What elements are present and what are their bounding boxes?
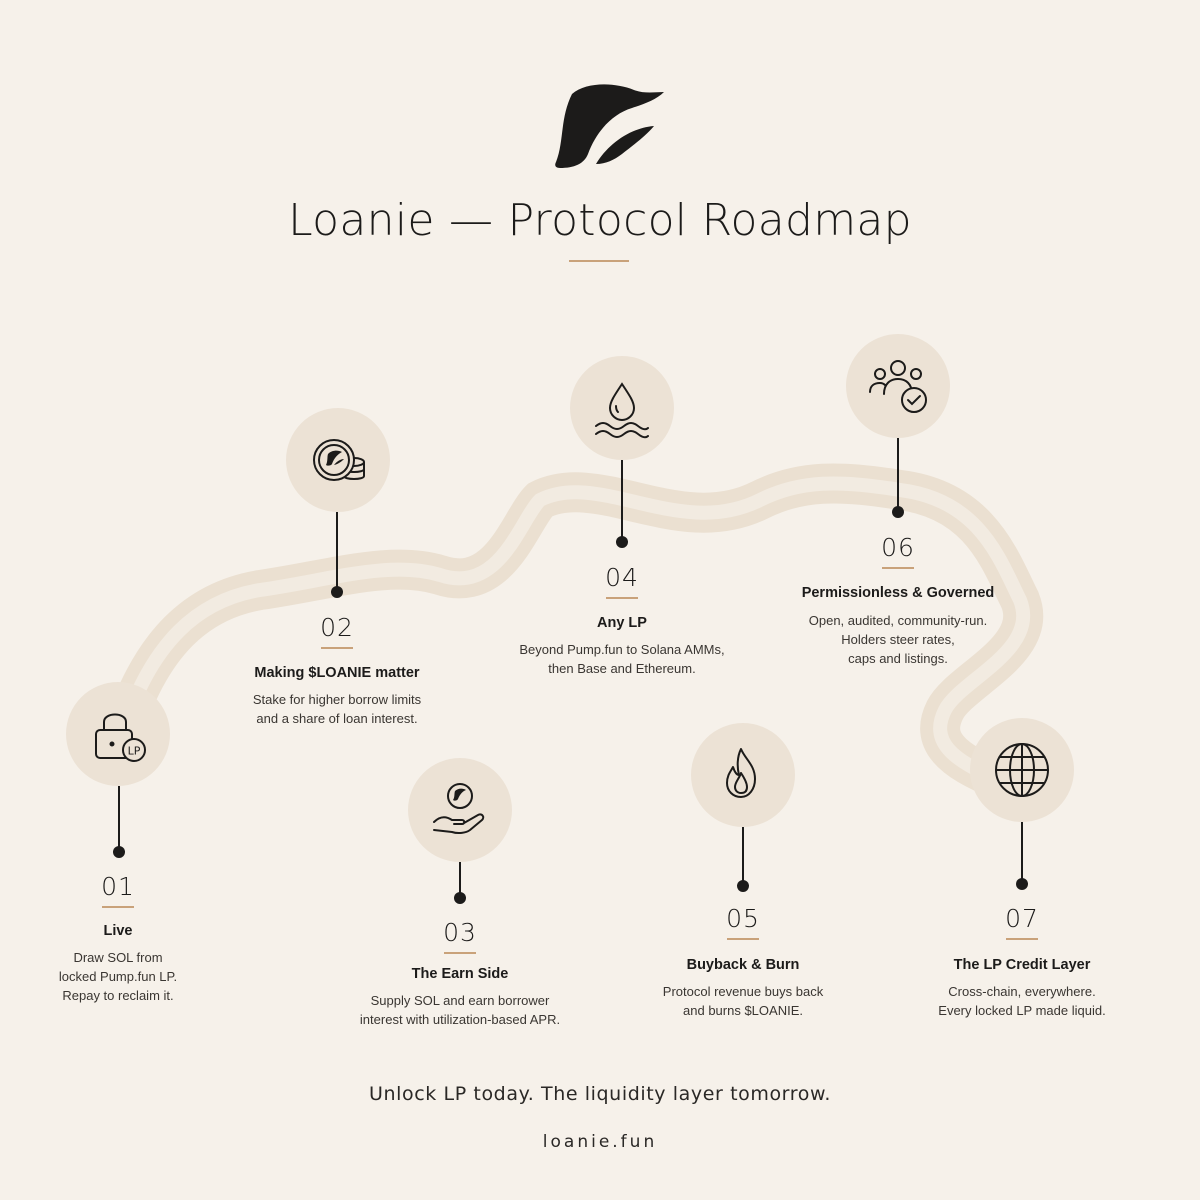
coin-stack-icon [313, 439, 365, 481]
description-line: Supply SOL and earn borrower [370, 993, 550, 1008]
description-line: Holders steer rates, [841, 632, 955, 647]
description-line: Open, audited, community-run. [808, 613, 988, 628]
milestone-03-dot [454, 892, 466, 904]
milestone-02-dot [331, 586, 343, 598]
milestone-03-title: The Earn Side [411, 966, 509, 982]
milestone-01-description: Draw SOL from locked Pump.fun LP. Repay … [0, 948, 248, 1005]
milestone-03-number: 03 [443, 918, 477, 947]
milestone-03-description: Supply SOL and earn borrower interest wi… [320, 991, 600, 1029]
milestone-05-description: Protocol revenue buys back and burns $LO… [613, 982, 873, 1020]
milestone-07-rule [1006, 938, 1038, 940]
milestone-07-title: The LP Credit Layer [953, 957, 1091, 973]
milestone-04-title: Any LP [597, 615, 647, 631]
description-line: Draw SOL from [73, 950, 163, 965]
lock-lp-icon: LP [95, 713, 146, 762]
page-title: Loanie — Protocol Roadmap [288, 195, 912, 246]
milestone-04-dot [616, 536, 628, 548]
milestone-02-stem [336, 512, 338, 592]
description-line: and a share of loan interest. [256, 711, 418, 726]
milestone-04-stem [621, 460, 623, 542]
svg-text:LP: LP [128, 745, 141, 758]
milestone-01-number: 01 [101, 872, 135, 901]
description-line: Stake for higher borrow limits [252, 692, 422, 707]
description-line: Beyond Pump.fun to Solana AMMs, [519, 642, 725, 657]
footer-url[interactable]: loanie.fun [542, 1132, 658, 1152]
milestone-04-rule [606, 597, 638, 599]
milestone-01-circle: LP [66, 682, 170, 786]
description-line: interest with utilization-based APR. [359, 1012, 561, 1027]
milestone-05-rule [727, 938, 759, 940]
milestone-07-description: Cross-chain, everywhere. Every locked LP… [892, 982, 1152, 1020]
milestone-06-rule [882, 567, 914, 569]
milestone-02-description: Stake for higher borrow limits and a sha… [207, 690, 467, 728]
milestone-07-dot [1016, 878, 1028, 890]
milestone-03-rule [444, 952, 476, 954]
flame-icon [726, 748, 756, 798]
milestone-01-rule [102, 906, 134, 908]
milestone-06-dot [892, 506, 904, 518]
description-line: caps and listings. [848, 651, 948, 666]
milestone-01-title: Live [103, 923, 133, 939]
milestone-01-dot [113, 846, 125, 858]
milestone-07-stem [1021, 822, 1023, 884]
milestone-07-circle [970, 718, 1074, 822]
globe-icon [995, 743, 1049, 797]
milestone-06-circle [846, 334, 950, 438]
milestone-05-stem [742, 827, 744, 887]
loanie-bird-logo [555, 84, 664, 168]
milestone-06-stem [897, 438, 899, 512]
milestone-06-title: Permissionless & Governed [801, 585, 995, 601]
title-divider [569, 260, 629, 262]
milestone-02-circle [286, 408, 390, 512]
milestone-05-number: 05 [726, 904, 760, 933]
description-line: and burns $LOANIE. [683, 1003, 803, 1018]
milestone-02-number: 02 [320, 613, 354, 642]
description-line: Cross-chain, everywhere. [948, 984, 1096, 999]
milestone-07-number: 07 [1005, 904, 1039, 933]
description-line: locked Pump.fun LP. [58, 969, 178, 984]
milestone-05-dot [737, 880, 749, 892]
description-line: Every locked LP made liquid. [938, 1003, 1106, 1018]
milestone-05-title: Buyback & Burn [686, 957, 800, 973]
milestone-05-circle [691, 723, 795, 827]
milestone-03-stem [459, 862, 461, 898]
hand-coin-icon [433, 783, 485, 835]
description-line: Repay to reclaim it. [62, 988, 174, 1003]
milestone-02-rule [321, 647, 353, 649]
milestone-06-description: Open, audited, community-run. Holders st… [768, 611, 1028, 668]
milestone-04-circle [570, 356, 674, 460]
description-line: then Base and Ethereum. [548, 661, 696, 676]
community-check-icon [869, 360, 927, 413]
milestone-01-stem [118, 786, 120, 852]
milestone-04-number: 04 [605, 563, 639, 592]
milestone-03-circle [408, 758, 512, 862]
milestone-02-title: Making $LOANIE matter [254, 665, 420, 681]
milestone-04-description: Beyond Pump.fun to Solana AMMs, then Bas… [492, 640, 752, 678]
footer-tagline: Unlock LP today. The liquidity layer tom… [368, 1083, 832, 1105]
liquidity-drop-icon [595, 382, 649, 439]
description-line: Protocol revenue buys back [662, 984, 824, 999]
milestone-06-number: 06 [881, 533, 915, 562]
